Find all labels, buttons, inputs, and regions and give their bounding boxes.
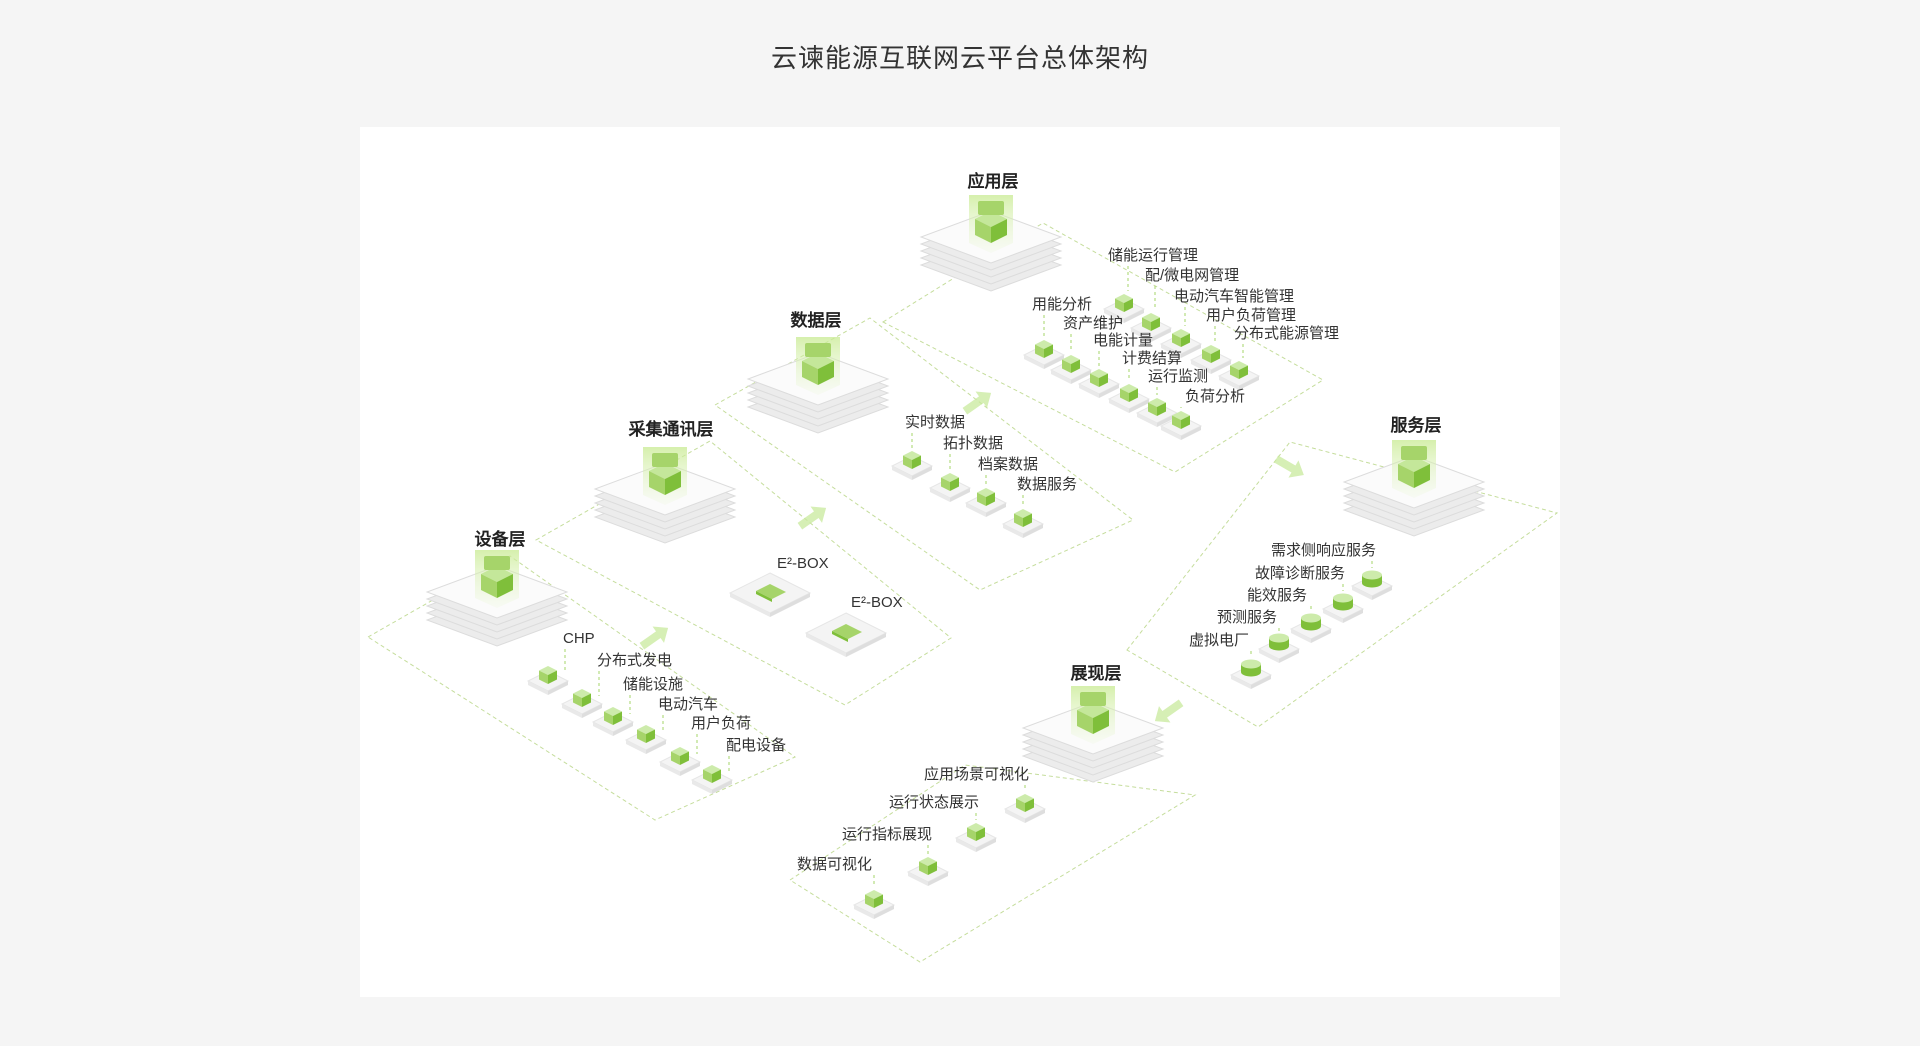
app-floor-outline <box>881 222 1324 473</box>
display-item-label: 运行状态展示 <box>889 794 979 811</box>
display-item-label: 应用场景可视化 <box>924 765 1029 783</box>
data-item-cube <box>928 473 972 502</box>
app-item-cube <box>1129 313 1173 342</box>
service-tower <box>1342 440 1486 537</box>
app-item-cube <box>1077 369 1121 398</box>
data-item-label: 实时数据 <box>905 414 965 431</box>
e2box-device <box>728 572 812 617</box>
arrow-data-to-app <box>962 391 992 415</box>
app-item-cube <box>1217 361 1261 390</box>
architecture-diagram: 设备层采集通讯层数据层应用层服务层展现层CHP分布式发电储能设施电动汽车用户负荷… <box>367 171 1559 963</box>
app-item-label: 用户负荷管理 <box>1206 307 1296 324</box>
data-item-label: 拓扑数据 <box>943 435 1003 452</box>
service-item-disk <box>1350 570 1394 600</box>
service-item-label: 能效服务 <box>1247 587 1307 604</box>
device-item-label: CHP <box>563 630 595 647</box>
e2box-device <box>804 612 888 657</box>
display-item-cube <box>1003 794 1047 823</box>
service-item-label: 预测服务 <box>1217 609 1277 626</box>
data-layer-title: 数据层 <box>791 310 842 330</box>
device-item-cube <box>690 765 734 794</box>
display-item-cube <box>954 823 998 852</box>
app-item-cube <box>1049 355 1093 384</box>
app-item-label: 电动汽车智能管理 <box>1174 287 1294 305</box>
device-item-cube <box>591 707 635 736</box>
display-tower <box>1021 686 1165 783</box>
device-item-label: 储能设施 <box>623 676 683 693</box>
device-item-label: 配电设备 <box>726 737 786 754</box>
arrow-comm-to-data <box>797 506 827 530</box>
device-item-cube <box>624 725 668 754</box>
service-item-disk <box>1257 633 1301 663</box>
device-item-cube <box>526 666 570 695</box>
data-item-label: 档案数据 <box>978 455 1038 473</box>
app-item-cube <box>1189 345 1233 374</box>
display-item-label: 数据可视化 <box>797 856 872 873</box>
data-floor-outline <box>714 317 1134 591</box>
display-item-cube <box>852 890 896 919</box>
device-item-label: 分布式发电 <box>597 652 672 669</box>
arrow-service-to-display <box>1154 699 1184 723</box>
app-item-label: 计费结算 <box>1122 349 1182 367</box>
e2box-label: E²-BOX <box>851 594 903 611</box>
arrow-app-to-service <box>1274 455 1304 478</box>
device-layer-title: 设备层 <box>475 529 526 549</box>
device-item-label: 用户负荷 <box>691 715 751 732</box>
service-floor-outline <box>1126 441 1559 728</box>
app-item-cube <box>1159 411 1203 440</box>
service-item-label: 需求侧响应服务 <box>1271 541 1376 559</box>
arrow-device-to-comm <box>639 626 669 650</box>
flow-arrows <box>639 391 1304 723</box>
display-floor-outline <box>789 764 1197 963</box>
app-item-label: 负荷分析 <box>1185 388 1245 405</box>
app-item-label: 电能计量 <box>1093 332 1153 349</box>
app-tower <box>919 195 1063 292</box>
display-layer-title: 展现层 <box>1071 664 1122 683</box>
device-item-cube <box>658 747 702 776</box>
device-item-cube <box>560 689 604 718</box>
data-tower <box>746 337 890 434</box>
service-layer-title: 服务层 <box>1391 415 1442 435</box>
app-item-cube <box>1159 329 1203 358</box>
comm-tower <box>593 447 737 544</box>
service-item-disk <box>1229 659 1273 689</box>
app-item-label: 用能分析 <box>1032 296 1092 313</box>
service-item-disk <box>1321 593 1365 623</box>
comm-layer-title: 采集通讯层 <box>628 419 714 439</box>
app-layer-title: 应用层 <box>968 171 1019 191</box>
component-items <box>526 294 1394 919</box>
app-item-label: 资产维护 <box>1063 315 1123 332</box>
data-item-cube <box>1001 509 1045 538</box>
service-item-label: 故障诊断服务 <box>1255 564 1345 582</box>
app-item-label: 运行监测 <box>1148 368 1208 385</box>
layer-towers <box>425 195 1486 783</box>
display-item-label: 运行指标展现 <box>842 826 932 843</box>
app-item-cube <box>1107 384 1151 413</box>
data-item-cube <box>890 451 934 480</box>
service-item-label: 虚拟电厂 <box>1189 632 1249 649</box>
display-item-cube <box>906 857 950 886</box>
app-item-label: 储能运行管理 <box>1108 247 1198 264</box>
device-item-label: 电动汽车 <box>658 696 718 713</box>
e2box-label: E²-BOX <box>777 555 829 572</box>
app-item-label: 配/微电网管理 <box>1145 267 1239 284</box>
app-item-cube <box>1102 294 1146 323</box>
service-item-disk <box>1289 613 1333 643</box>
data-item-cube <box>964 488 1008 517</box>
labels: 设备层采集通讯层数据层应用层服务层展现层CHP分布式发电储能设施电动汽车用户负荷… <box>475 171 1442 887</box>
app-item-cube <box>1022 340 1066 369</box>
data-item-label: 数据服务 <box>1017 476 1077 493</box>
app-item-label: 分布式能源管理 <box>1234 325 1339 342</box>
page-title: 云谏能源互联网云平台总体架构 <box>770 43 1149 73</box>
device-tower <box>425 550 569 647</box>
